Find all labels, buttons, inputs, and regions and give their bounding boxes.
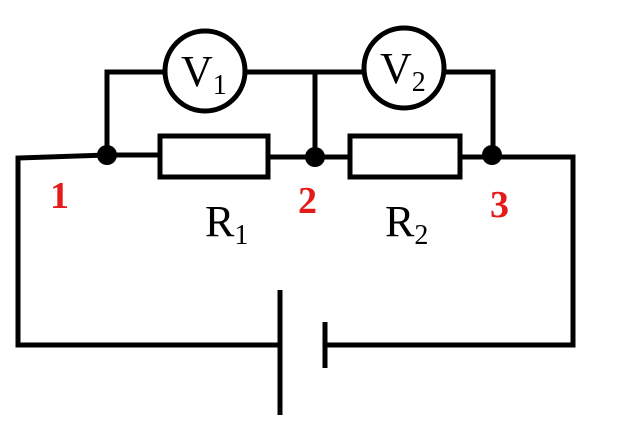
v1-letter: V (181, 47, 213, 96)
voltmeter-v1 (162, 28, 248, 114)
node-2-label: 2 (298, 180, 317, 222)
v1-subscript: 1 (213, 70, 227, 101)
junction-node-1 (97, 145, 117, 165)
voltmeter-v1-label: V1 (181, 47, 227, 101)
v1-branch-wire (104, 69, 168, 158)
voltmeter-v2 (361, 25, 447, 111)
resistor-r2 (347, 133, 463, 180)
v2-branch-wire (442, 69, 496, 158)
junction-node-3 (482, 145, 502, 165)
r2-letter: R (385, 197, 415, 246)
r1-subscript: 1 (234, 220, 248, 251)
voltmeter-v2-label: V2 (380, 44, 426, 98)
wire-r2-to-right (322, 154, 576, 348)
main-loop-wire (15, 152, 283, 348)
node-3-label: 3 (490, 184, 509, 226)
battery (277, 290, 328, 415)
resistor-r1 (157, 133, 271, 180)
v2-letter: V (380, 44, 412, 93)
wires (15, 69, 576, 348)
v2-subscript: 2 (412, 67, 426, 98)
node-1-label: 1 (50, 175, 69, 217)
resistor-r2-label: R2 (385, 197, 428, 251)
r1-letter: R (205, 197, 235, 246)
junction-node-2 (305, 147, 325, 167)
r2-subscript: 2 (414, 220, 428, 251)
resistor-r1-label: R1 (205, 197, 248, 251)
